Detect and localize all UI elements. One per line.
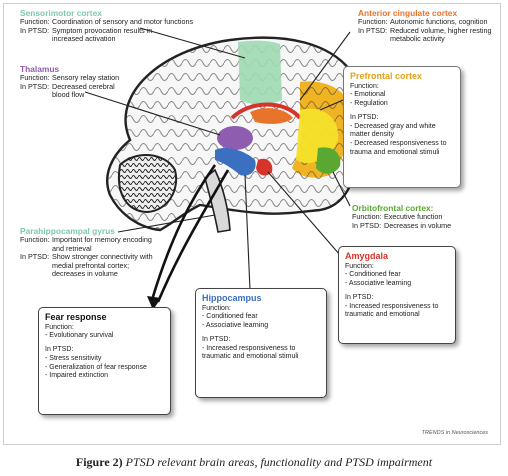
ptsd-item: - Generalization of fear response	[45, 363, 147, 371]
figure-caption: Figure 2) PTSD relevant brain areas, fun…	[0, 455, 508, 470]
ptsd-item: - Increased responsiveness to traumatic …	[345, 302, 439, 319]
ptsd-key: In PTSD:	[352, 220, 382, 230]
anterior-cingulate-region	[250, 108, 293, 124]
function-key: Function:	[20, 17, 50, 26]
ptsd-value: Decreases in volume	[384, 220, 452, 230]
parahippocampal-title: Parahippocampal gyrus	[20, 226, 115, 236]
source-credit: TRENDS in Neurosciences	[421, 430, 488, 436]
ptsd-value: Symptom provocation results in increased…	[52, 25, 153, 44]
ptsd-heading: In PTSD:	[45, 346, 74, 354]
function-value: Executive function	[384, 212, 443, 221]
function-key: Function:	[20, 235, 50, 244]
function-value: Important for memory encoding and retrie…	[52, 235, 152, 253]
ptsd-value: Decreased cerebral blood flow	[52, 81, 115, 100]
function-key: Function:	[358, 17, 388, 26]
function-heading: Function:	[350, 82, 379, 90]
function-value: Sensory relay station	[52, 73, 120, 82]
ptsd-value: Reduced volume, higher resting metabolic…	[390, 25, 492, 44]
function-value: Autonomic functions, cognition	[390, 17, 488, 26]
leader-lines	[84, 27, 351, 291]
brain-stem	[204, 168, 231, 233]
amygdala-title: Amygdala	[345, 251, 389, 261]
sensorimotor-label: Sensorimotor cortex Function:Coordinatio…	[20, 8, 210, 44]
thalamus-region	[217, 126, 253, 150]
orbitofrontal-region	[316, 147, 341, 174]
orbitofrontal-label: Orbitofrontal cortex: Function:Executive…	[352, 203, 492, 230]
ptsd-key: In PTSD:	[20, 252, 50, 262]
ptsd-key: In PTSD:	[20, 25, 50, 35]
prefrontal-title: Prefrontal cortex	[350, 71, 423, 81]
fear-arrows	[150, 164, 230, 303]
function-item: - Regulation	[350, 100, 388, 108]
prefrontal-box: Prefrontal cortex Function: - Emotional …	[343, 66, 461, 188]
parahippocampal-label: Parahippocampal gyrus Function:Important…	[20, 226, 155, 279]
ptsd-heading: In PTSD:	[345, 293, 374, 301]
anterior-cingulate-title: Anterior cingulate cortex	[358, 8, 458, 18]
hippocampus-box: Hippocampus Function: - Conditioned fear…	[195, 288, 327, 398]
fear-response-title: Fear response	[45, 312, 107, 322]
function-key: Function:	[20, 73, 50, 82]
caption-prefix: Figure 2)	[75, 455, 123, 469]
function-heading: Function:	[345, 262, 374, 270]
ptsd-key: In PTSD:	[358, 25, 388, 35]
function-item: - Conditioned fear	[345, 271, 401, 279]
fear-response-box: Fear response Function: - Evolutionary s…	[38, 307, 171, 415]
sensorimotor-title: Sensorimotor cortex	[20, 8, 102, 18]
amygdala-region	[256, 158, 273, 176]
hippocampus-region	[215, 148, 256, 176]
hippocampus-title: Hippocampus	[202, 293, 262, 303]
caption-text: PTSD relevant brain areas, functionality…	[125, 455, 433, 469]
sensorimotor-region	[238, 40, 282, 105]
thalamus-title: Thalamus	[20, 64, 60, 74]
anterior-cingulate-label: Anterior cingulate cortex Function:Auton…	[358, 8, 498, 44]
ptsd-key: In PTSD:	[20, 81, 50, 91]
ptsd-item: - Impaired extinction	[45, 372, 109, 380]
orbitofrontal-title: Orbitofrontal cortex:	[352, 203, 434, 213]
function-item: - Evolutionary survival	[45, 332, 114, 340]
ptsd-item: - Increased responsiveness to traumatic …	[202, 344, 299, 361]
ptsd-heading: In PTSD:	[202, 335, 231, 343]
thalamus-label: Thalamus Function:Sensory relay station …	[20, 64, 120, 100]
ptsd-item: - Decreased gray and white matter densit…	[350, 122, 436, 139]
function-item: - Conditioned fear	[202, 313, 258, 321]
function-heading: Function:	[202, 304, 231, 312]
function-heading: Function:	[45, 323, 74, 331]
ptsd-heading: In PTSD:	[350, 113, 379, 121]
amygdala-box: Amygdala Function: - Conditioned fear - …	[338, 246, 456, 344]
function-item: - Associative learning	[345, 280, 412, 288]
ptsd-item: - Stress sensitivity	[45, 354, 102, 362]
function-value: Coordination of sensory and motor functi…	[52, 17, 194, 26]
function-item: - Associative learning	[202, 322, 269, 330]
ptsd-value: Show stronger connectivity with medial p…	[52, 252, 153, 279]
function-item: - Emotional	[350, 91, 386, 99]
ptsd-item: - Decreased responsiveness to trauma and…	[350, 139, 447, 156]
function-key: Function:	[352, 212, 382, 221]
